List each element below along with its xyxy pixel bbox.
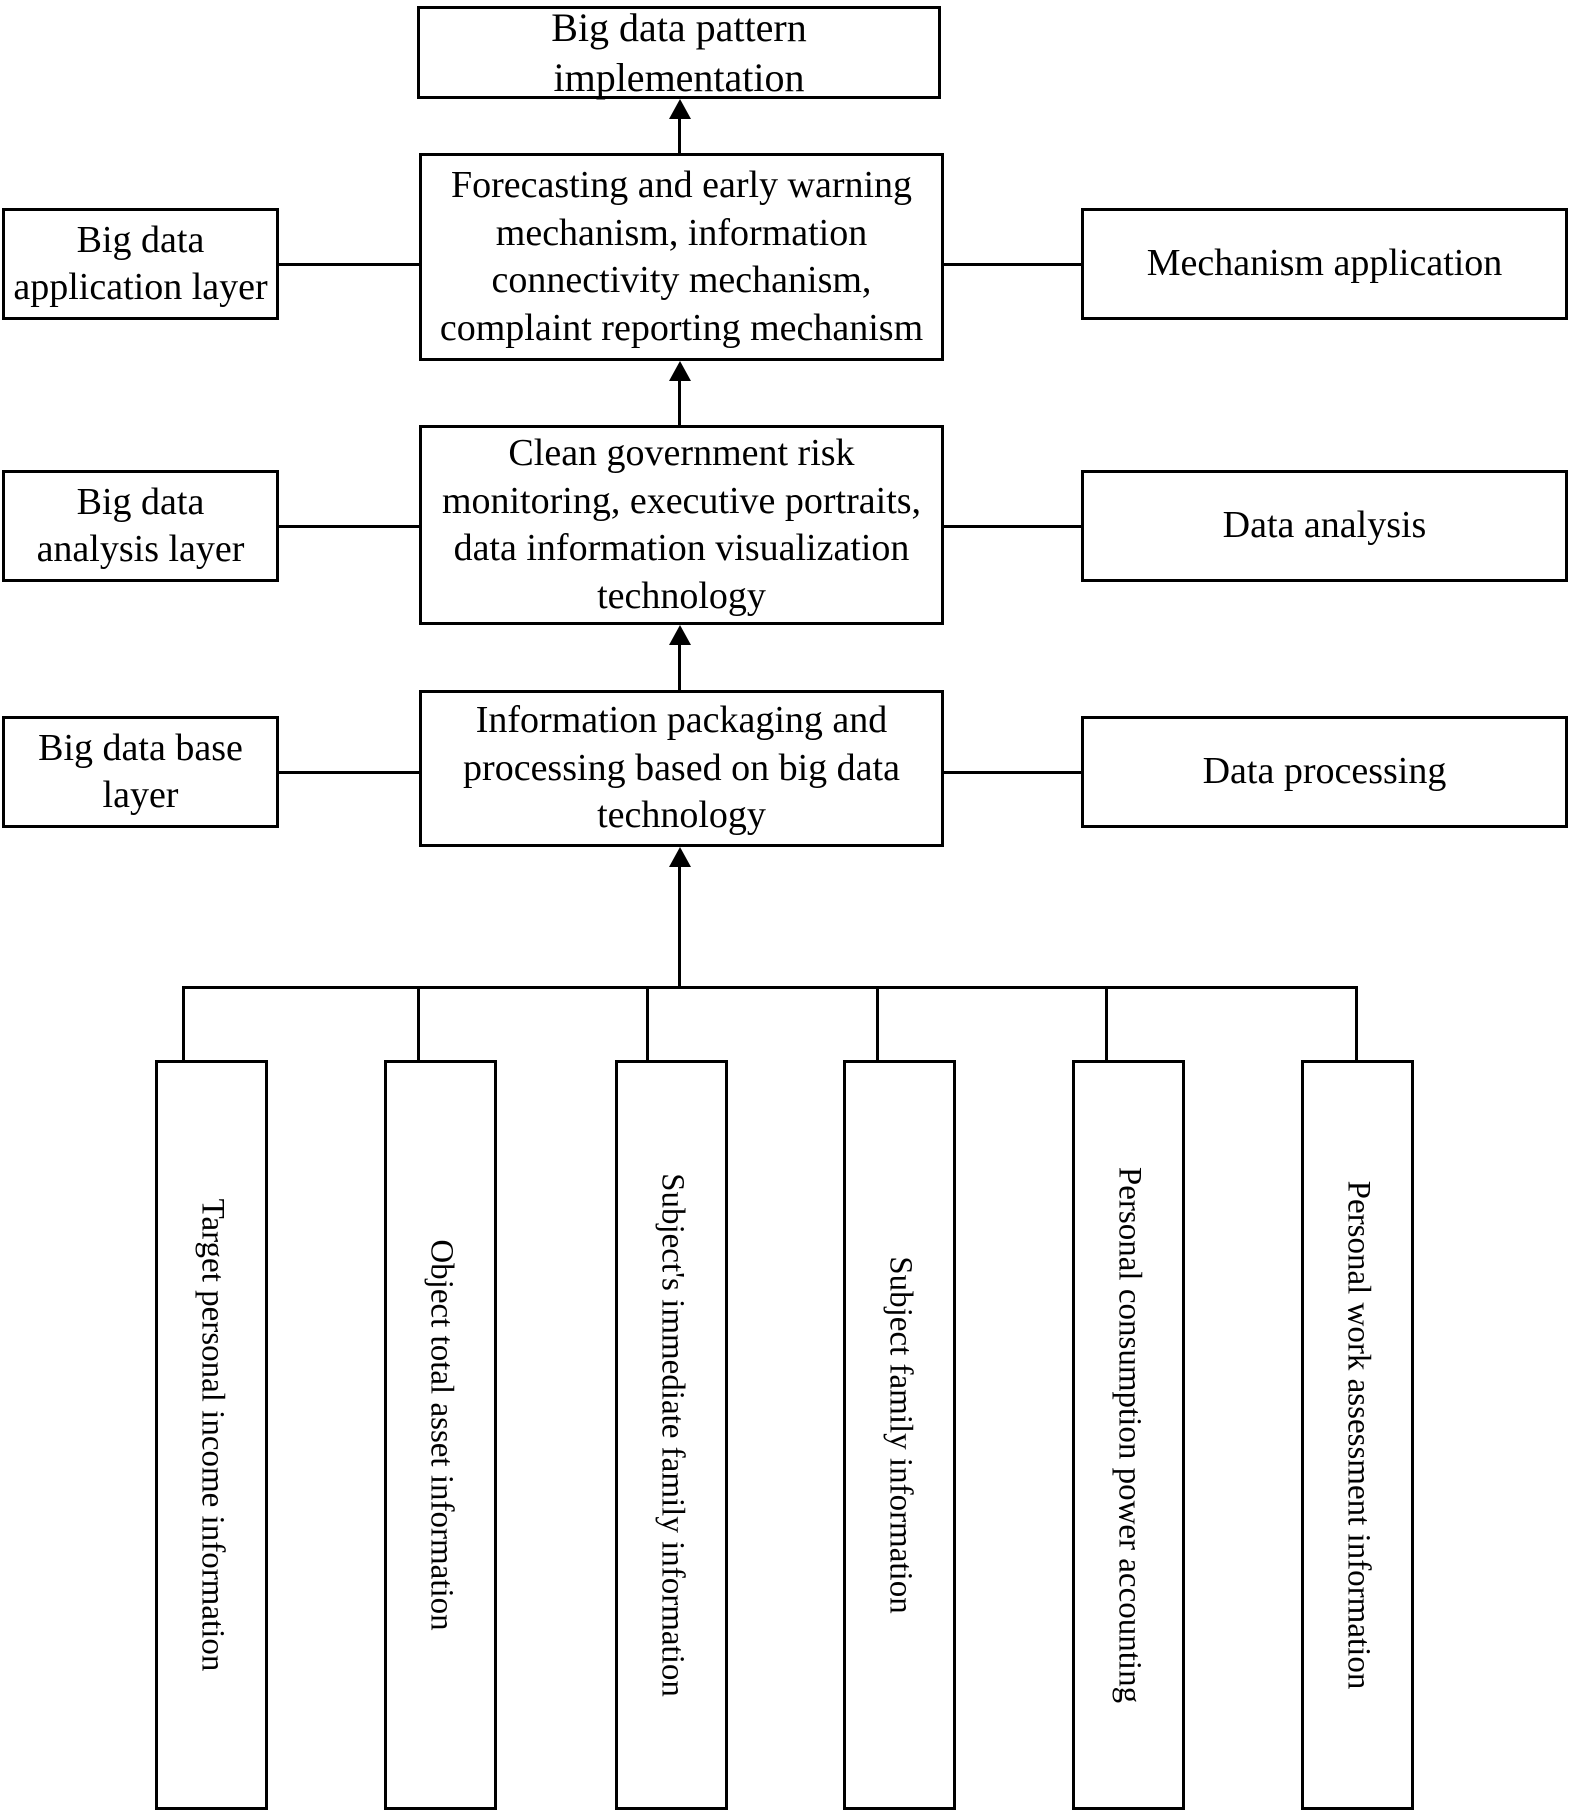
box-label: Target personal income information	[194, 1198, 230, 1672]
connector-application-to-top	[678, 118, 681, 185]
box-label: Forecasting and early warning mechanism,…	[439, 164, 924, 349]
connector-right-application	[941, 263, 1083, 266]
box-label: Big data analysis layer	[36, 480, 245, 571]
connector-drop-source-4	[876, 986, 879, 1062]
arrowhead-sources-to-base	[669, 847, 691, 867]
box-data-processing: Data processing	[1081, 716, 1568, 828]
connector-base-to-analysis	[678, 644, 681, 691]
box-data-analysis: Data analysis	[1081, 470, 1568, 582]
box-label: Big data application layer	[13, 218, 268, 309]
box-label: Data processing	[1202, 750, 1447, 793]
connector-left-application	[277, 263, 484, 266]
box-big-data-pattern-implementation: Big data pattern implementation	[417, 5, 941, 100]
box-label: Personal consumption power accounting	[1111, 1166, 1147, 1704]
connector-right-base	[941, 771, 1083, 774]
box-big-data-base-layer: Big data base layer	[2, 716, 279, 828]
box-label: Big data pattern implementation	[551, 4, 807, 100]
box-big-data-application-layer: Big data application layer	[2, 208, 279, 320]
box-clean-government-risk-monitoring: Clean government risk monitoring, execut…	[419, 425, 944, 625]
connector-drop-source-3	[646, 986, 649, 1062]
arrowhead-base-to-analysis	[669, 625, 691, 645]
connector-drop-source-2	[417, 986, 420, 1062]
connector-drop-source-6	[1355, 986, 1358, 1062]
box-big-data-analysis-layer: Big data analysis layer	[2, 470, 279, 582]
box-source-personal-work-assessment-information: Personal work assessment information	[1301, 1060, 1414, 1810]
connector-right-analysis	[941, 525, 1083, 528]
connector-left-analysis	[277, 525, 484, 528]
box-label: Information packaging and processing bas…	[463, 699, 900, 837]
box-label: Subject's immediate family information	[654, 1173, 690, 1697]
box-mechanism-application: Mechanism application	[1081, 208, 1568, 320]
connector-drop-source-5	[1105, 986, 1108, 1062]
box-label: Mechanism application	[1146, 242, 1503, 285]
box-source-personal-consumption-power-accounting: Personal consumption power accounting	[1072, 1060, 1185, 1810]
connector-left-base	[277, 771, 484, 774]
box-label: Personal work assessment information	[1340, 1180, 1376, 1690]
connector-sources-trunk	[678, 866, 681, 988]
box-label: Object total asset information	[423, 1239, 459, 1631]
box-source-subjects-immediate-family-information: Subject's immediate family information	[615, 1060, 728, 1810]
box-information-packaging-processing: Information packaging and processing bas…	[419, 690, 944, 847]
connector-drop-source-1	[182, 986, 185, 1062]
box-label: Clean government risk monitoring, execut…	[441, 432, 922, 617]
connector-analysis-to-application	[678, 380, 681, 427]
box-label: Big data base layer	[38, 726, 243, 817]
box-label: Subject family information	[882, 1256, 918, 1614]
connector-sources-bus	[182, 986, 1358, 989]
box-source-object-total-asset-information: Object total asset information	[384, 1060, 497, 1810]
box-label: Data analysis	[1222, 504, 1427, 547]
box-source-target-personal-income-information: Target personal income information	[155, 1060, 268, 1810]
arrowhead-application-to-top	[669, 99, 691, 119]
box-source-subject-family-information: Subject family information	[843, 1060, 956, 1810]
box-forecasting-early-warning-mechanism: Forecasting and early warning mechanism,…	[419, 153, 944, 361]
arrowhead-analysis-to-application	[669, 361, 691, 381]
